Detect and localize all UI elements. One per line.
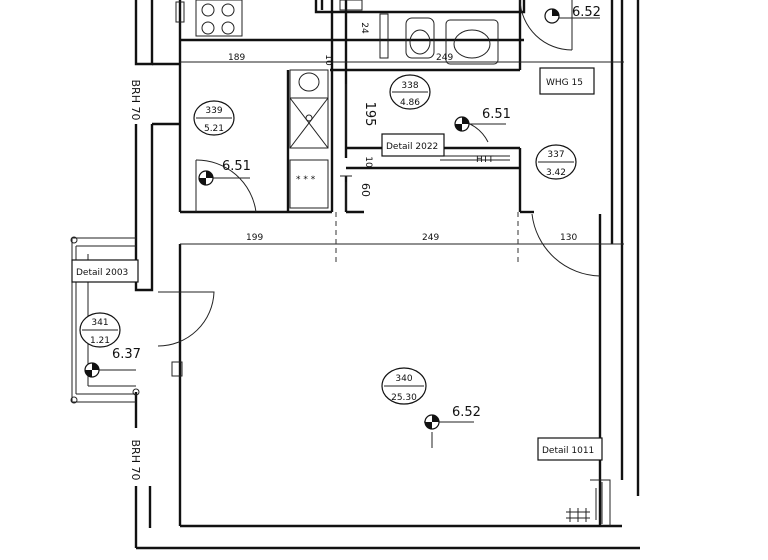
- dim-v24: 24: [359, 22, 369, 34]
- room-number: 337: [547, 150, 564, 160]
- level-value: 6.51: [482, 107, 511, 122]
- brh-label-upper: BRH 70: [129, 80, 142, 121]
- dim-top-mid: 249: [436, 53, 453, 63]
- level-marker-living: 6.52: [424, 405, 481, 448]
- room-label-340: 340 25.30: [381, 367, 427, 405]
- level-marker-bath: 6.51: [454, 107, 511, 132]
- dim-mid-mid: 249: [422, 233, 439, 243]
- room-number: 341: [91, 318, 108, 328]
- room-label-341: 341 1.21: [79, 312, 121, 348]
- detail-label: Detail 2022: [386, 142, 438, 152]
- detail-label: Detail 2003: [76, 268, 128, 278]
- unit-name: WHG 15: [546, 78, 583, 88]
- dim-v10-lower: 10: [363, 156, 373, 168]
- room-area: 1.21: [90, 336, 110, 346]
- room-area: 25.30: [391, 393, 417, 403]
- level-marker-kitchen: 6.51: [198, 159, 251, 186]
- kitchen-fixtures: * * *: [175, 0, 329, 209]
- detail-2003-box: Detail 2003: [71, 259, 139, 283]
- detail-2022-box: Detail 2022: [381, 133, 445, 157]
- svg-text:* * *: * * *: [296, 175, 316, 185]
- dim-v60: 60: [359, 183, 372, 197]
- unit-label: WHG 15: [539, 67, 595, 95]
- level-value: 6.37: [112, 347, 141, 362]
- level-value: 6.52: [452, 405, 481, 420]
- bath-fixtures: [339, 0, 510, 161]
- brh-label-lower: BRH 70: [129, 440, 142, 481]
- level-value: 6.51: [222, 159, 251, 174]
- room-number: 339: [205, 106, 222, 116]
- hatch-mark: [566, 508, 590, 522]
- detail-label: Detail 1011: [542, 446, 594, 456]
- dim-v195: 195: [362, 102, 377, 127]
- room-area: 3.42: [546, 168, 566, 178]
- room-label-337: 337 3.42: [535, 144, 577, 180]
- level-value: 6.52: [572, 5, 601, 20]
- dimension-lines: [180, 61, 624, 262]
- room-label-339: 339 5.21: [193, 100, 235, 136]
- room-number: 338: [401, 81, 418, 91]
- room-area: 4.86: [400, 98, 420, 108]
- htt-label: HTT: [476, 155, 494, 165]
- detail-1011-box: Detail 1011: [537, 437, 603, 461]
- dim-mid-right: 130: [560, 233, 577, 243]
- column-mark: [171, 361, 183, 377]
- level-marker-balcony: 6.37: [84, 347, 141, 378]
- dim-v10-upper: 10: [323, 54, 333, 66]
- level-marker-top: 6.52: [544, 5, 601, 24]
- room-number: 340: [395, 374, 412, 384]
- dim-mid-left: 199: [246, 233, 263, 243]
- room-area: 5.21: [204, 124, 224, 134]
- room-label-338: 338 4.86: [389, 74, 431, 110]
- dim-top-left: 189: [228, 53, 245, 63]
